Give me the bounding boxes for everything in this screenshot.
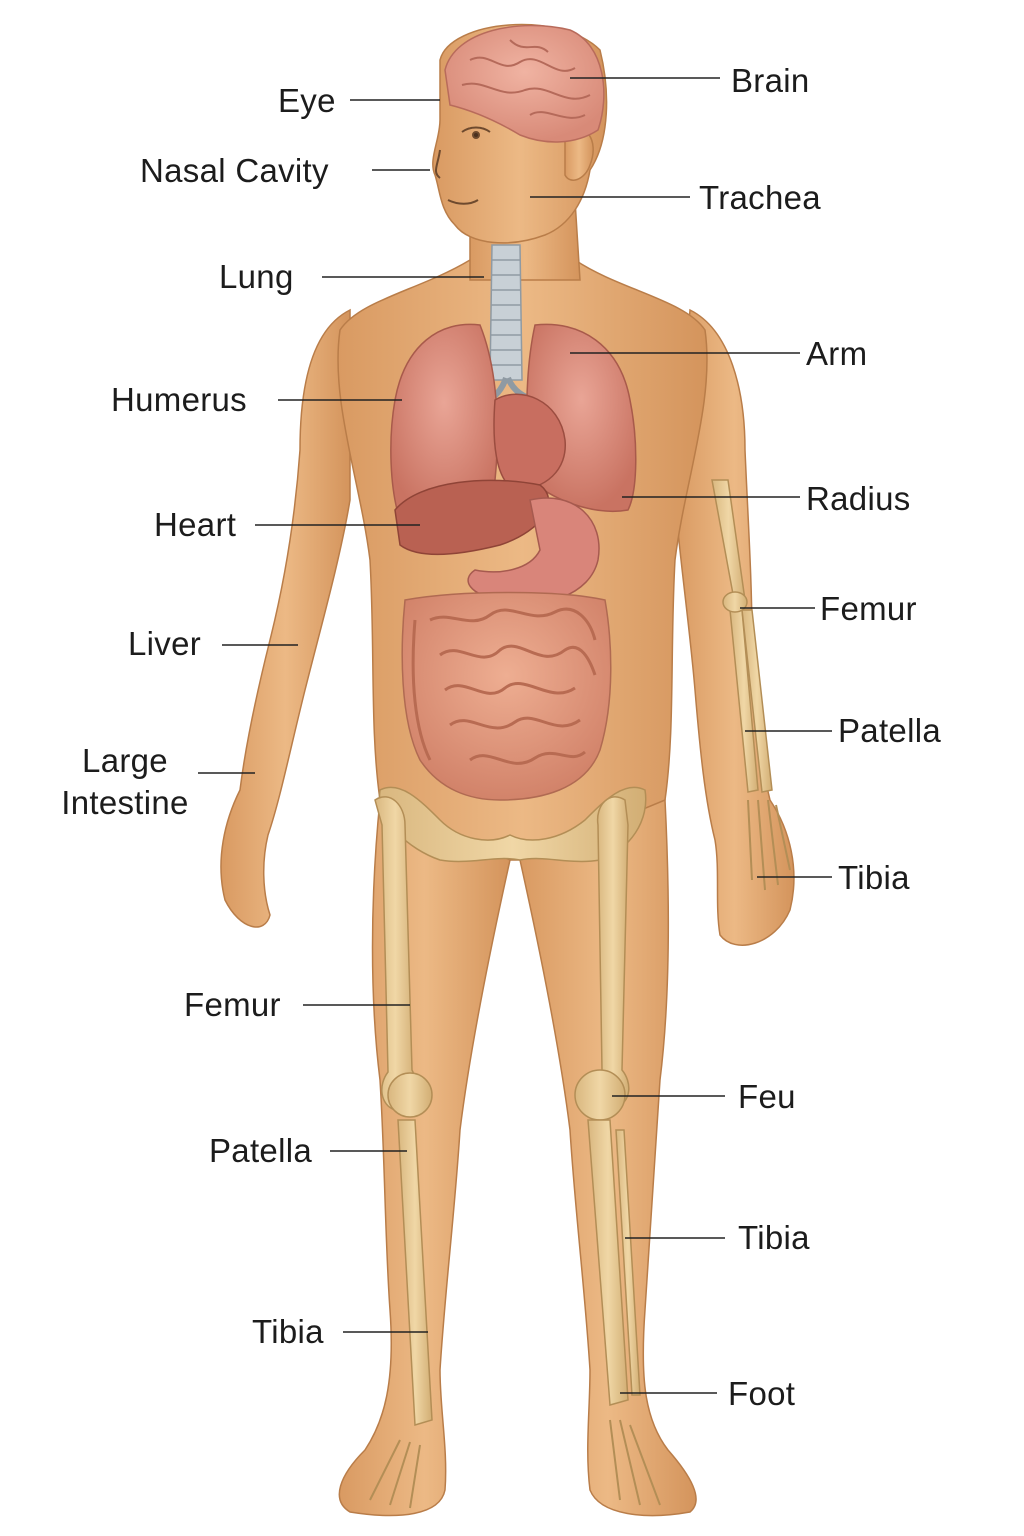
label-arm: Arm: [806, 335, 868, 372]
label-tibia-right-upper: Tibia: [838, 859, 910, 896]
label-heart: Heart: [154, 506, 237, 543]
pelvis-shape: [378, 786, 647, 863]
label-patella-right: Patella: [838, 712, 942, 749]
label-liver: Liver: [128, 625, 202, 662]
brain-shape: [444, 24, 605, 143]
label-humerus: Humerus: [111, 381, 247, 418]
hand-bones: [747, 799, 791, 891]
skeleton-bones: [374, 479, 773, 1426]
trachea-shape: [478, 244, 546, 408]
intestines-shape: [401, 591, 612, 801]
label-feu: Feu: [738, 1078, 796, 1115]
label-femur-right: Femur: [820, 590, 917, 627]
foot-bones: [369, 1419, 661, 1509]
label-lung: Lung: [219, 258, 294, 295]
label-tibia-right-lower: Tibia: [738, 1219, 810, 1256]
label-radius: Radius: [806, 480, 911, 517]
label-brain: Brain: [731, 62, 810, 99]
label-eye: Eye: [278, 82, 336, 119]
heart-shape: [493, 393, 566, 491]
label-tibia-left: Tibia: [252, 1313, 324, 1350]
label-foot: Foot: [728, 1375, 796, 1412]
label-trachea: Trachea: [699, 179, 821, 216]
label-large-intestine: Large Intestine: [61, 742, 189, 822]
label-femur-left: Femur: [184, 986, 281, 1023]
label-patella-left: Patella: [209, 1132, 313, 1169]
leader-lines: [198, 77, 832, 1394]
label-nasal-cavity: Nasal Cavity: [140, 152, 329, 189]
face-details: [434, 126, 491, 205]
